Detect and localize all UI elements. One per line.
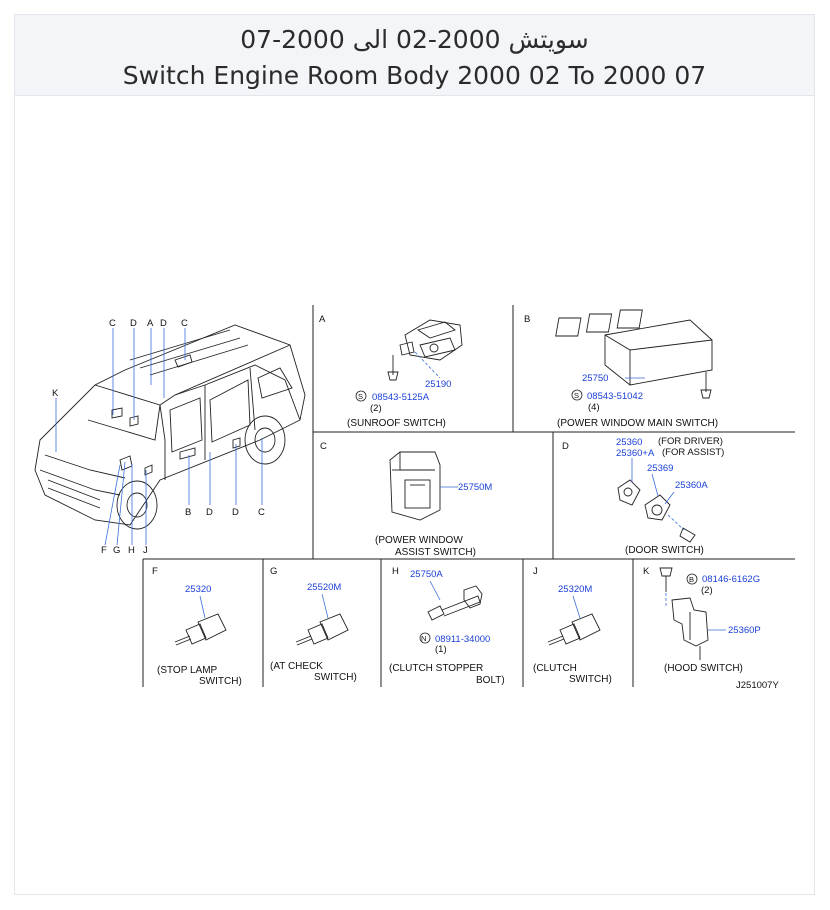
stop-lamp-switch-drawing xyxy=(174,613,227,646)
callout-bottom-left-1: F xyxy=(101,545,107,556)
prefix-a: S xyxy=(358,392,363,401)
section-f-letter: F xyxy=(152,566,158,577)
section-k-letter: K xyxy=(643,566,650,577)
vehicle-illustration xyxy=(34,324,306,530)
part-number-g: 25520M xyxy=(307,582,341,593)
callout-bottom-left-3: H xyxy=(128,545,135,556)
caption-h-1: (CLUTCH STOPPER xyxy=(389,663,483,674)
section-f: F 25320 (STOP LAMP SWITCH) xyxy=(152,566,242,687)
section-k: K B 08146-6162G (2) 25360P (HOOD SWITCH)… xyxy=(643,566,779,691)
section-b-letter: B xyxy=(524,314,530,325)
prefix-b: S xyxy=(574,391,579,400)
section-j-letter: J xyxy=(533,566,538,577)
door-switch-drawing xyxy=(617,479,696,543)
vehicle-callouts: C D A D C K F G H J B D D C xyxy=(52,318,265,556)
header-bar: سويتش 2000-02 الى 2000-07 Switch Engine … xyxy=(15,15,814,96)
section-g: G 25520M (AT CHECK SWITCH) xyxy=(270,566,357,683)
part-number-b: 25750 xyxy=(582,373,608,384)
caption-f-2: SWITCH) xyxy=(199,676,242,687)
callout-top-4: D xyxy=(160,318,167,329)
section-a-letter: A xyxy=(319,314,326,325)
window-main-switch-drawing xyxy=(555,309,713,399)
section-j: J 25320M (CLUTCH SWITCH) xyxy=(533,566,612,685)
part-number-j: 25320M xyxy=(558,584,592,595)
callout-bottom-right-3: D xyxy=(232,507,239,518)
qty-b: (4) xyxy=(588,402,600,413)
hood-switch-drawing xyxy=(659,567,709,660)
caption-h-2: BOLT) xyxy=(476,675,505,686)
callout-top-1: C xyxy=(109,318,116,329)
section-grid xyxy=(142,305,795,687)
section-a: A 25190 S 08543-5125A (2) (SUNROOF SWITC… xyxy=(319,314,463,429)
caption-g-2: SWITCH) xyxy=(314,672,357,683)
section-c-letter: C xyxy=(320,441,327,452)
qty-a: (2) xyxy=(370,403,382,414)
window-assist-switch-drawing xyxy=(389,451,441,521)
callout-bottom-left-4: J xyxy=(143,545,148,556)
screw-number-a: 08543-5125A xyxy=(372,392,430,403)
page-frame xyxy=(14,14,815,895)
note-d-1: (FOR DRIVER) xyxy=(658,436,723,447)
section-g-letter: G xyxy=(270,566,277,577)
qty-k: (2) xyxy=(701,585,713,596)
caption-d: (DOOR SWITCH) xyxy=(625,545,704,556)
caption-k: (HOOD SWITCH) xyxy=(664,663,743,674)
callout-bottom-left-2: G xyxy=(113,545,120,556)
section-c: C 25750M (POWER WINDOW ASSIST SWITCH) xyxy=(320,441,492,558)
caption-b: (POWER WINDOW MAIN SWITCH) xyxy=(557,418,718,429)
vehicle-leader-lines xyxy=(55,328,263,546)
part-number-k: 25360P xyxy=(728,625,761,636)
callout-bottom-right-4: C xyxy=(258,507,265,518)
part-number-d-4: 25360A xyxy=(675,480,708,491)
clutch-switch-drawing xyxy=(547,613,601,646)
prefix-k: B xyxy=(689,575,694,584)
part-number-d-3: 25369 xyxy=(647,463,673,474)
part-number-d-2: 25360+A xyxy=(616,448,655,459)
callout-bottom-right-2: D xyxy=(206,507,213,518)
part-number-h: 25750A xyxy=(410,569,443,580)
note-d-2: (FOR ASSIST) xyxy=(662,447,724,458)
callout-top-2: D xyxy=(130,318,137,329)
callout-left: K xyxy=(52,388,59,399)
section-h: H 25750A N 08911-34000 (1) (CLUTCH STOPP… xyxy=(389,566,505,686)
section-d: D 25360 (FOR DRIVER) 25360+A (FOR ASSIST… xyxy=(562,436,724,556)
sunroof-switch-drawing xyxy=(387,319,463,381)
callout-top-5: C xyxy=(181,318,188,329)
clutch-stopper-bolt-drawing xyxy=(427,585,483,621)
part-number-d-1: 25360 xyxy=(616,437,642,448)
caption-a: (SUNROOF SWITCH) xyxy=(347,418,446,429)
bolt-number-k: 08146-6162G xyxy=(702,574,760,585)
caption-j-2: SWITCH) xyxy=(569,674,612,685)
section-h-letter: H xyxy=(392,566,399,577)
page-title-arabic: سويتش 2000-02 الى 2000-07 xyxy=(240,25,589,54)
part-number-f: 25320 xyxy=(185,584,211,595)
section-d-letter: D xyxy=(562,441,569,452)
caption-c-2: ASSIST SWITCH) xyxy=(395,547,476,558)
page-title-english: Switch Engine Room Body 2000 02 To 2000 … xyxy=(122,61,707,90)
caption-c-1: (POWER WINDOW xyxy=(375,535,463,546)
caption-g-1: (AT CHECK xyxy=(270,661,323,672)
callout-bottom-right-1: B xyxy=(185,507,191,518)
caption-j-1: (CLUTCH xyxy=(533,663,577,674)
section-b: B 25750 S 08543-51042 (4) (POWER WINDOW … xyxy=(524,309,718,429)
screw-number-b: 08543-51042 xyxy=(587,391,643,402)
figure-code: J251007Y xyxy=(736,680,779,691)
prefix-h: N xyxy=(421,634,426,643)
qty-h: (1) xyxy=(435,644,447,655)
nut-number-h: 08911-34000 xyxy=(435,634,490,645)
at-check-switch-drawing xyxy=(295,613,349,646)
caption-f-1: (STOP LAMP xyxy=(157,665,218,676)
part-number-c: 25750M xyxy=(458,482,492,493)
callout-top-3: A xyxy=(147,318,154,329)
part-number-a: 25190 xyxy=(425,379,451,390)
